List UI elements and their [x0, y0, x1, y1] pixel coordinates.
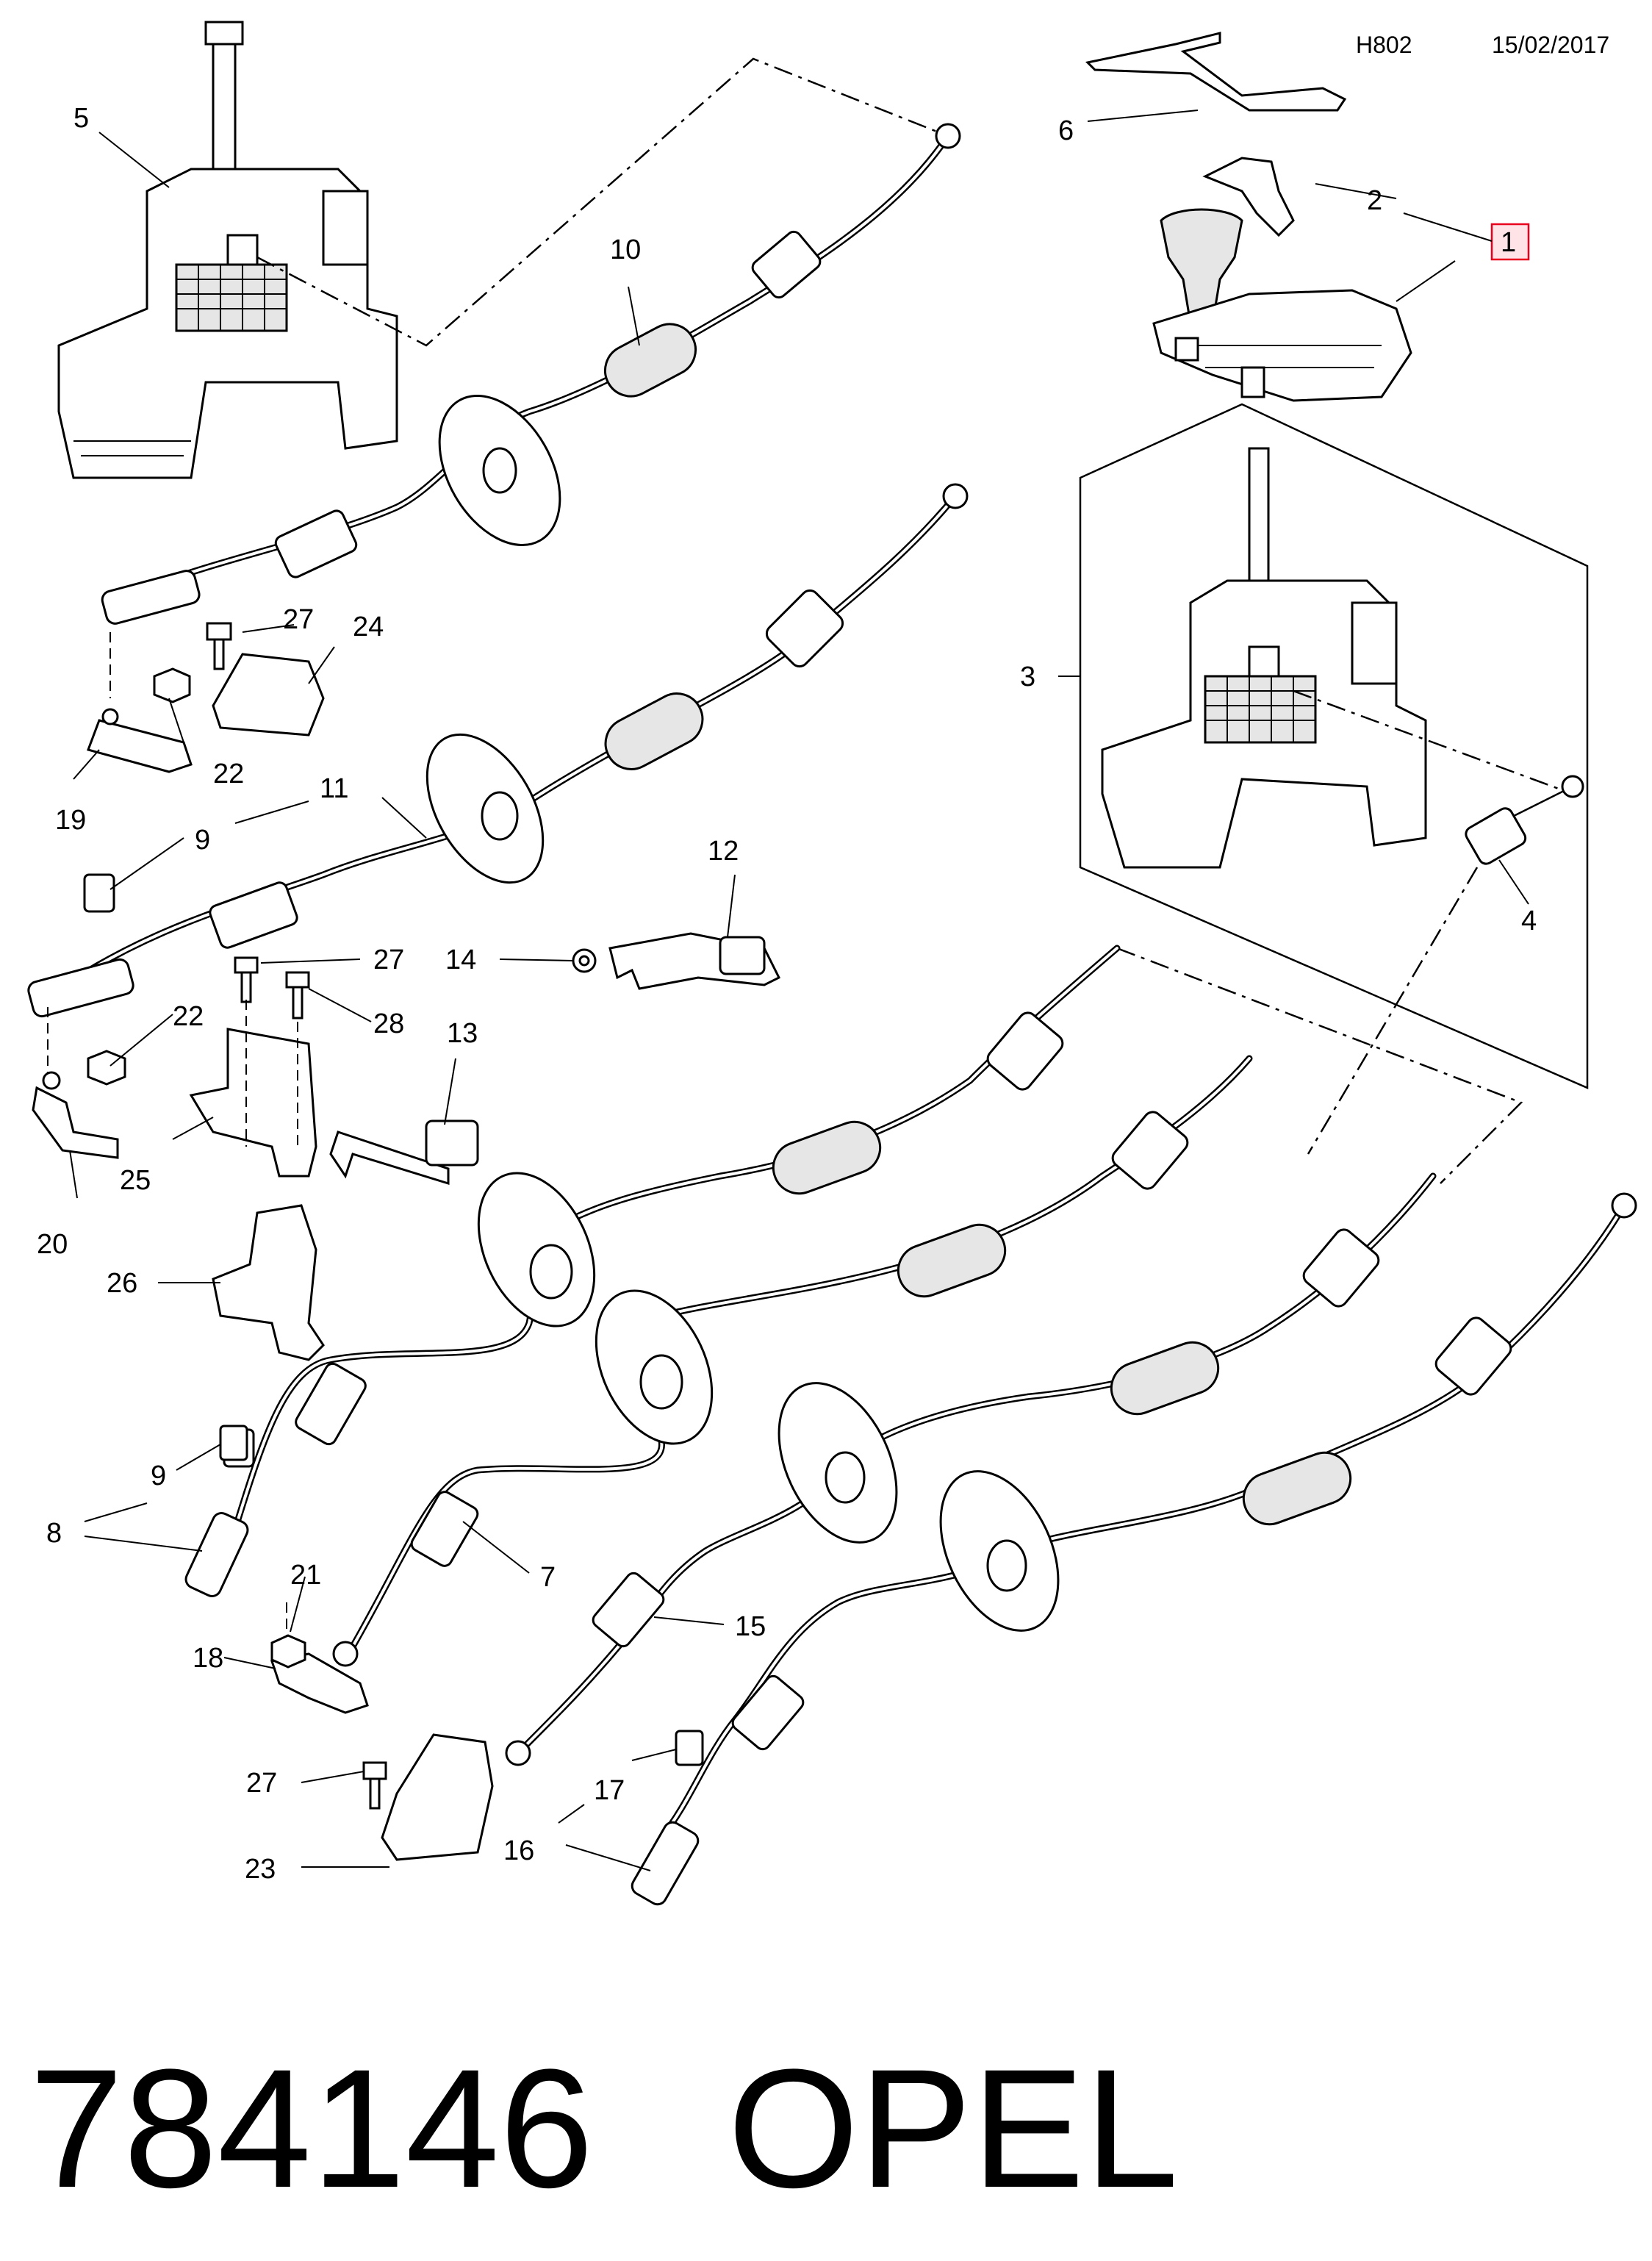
part-14-clip — [572, 948, 597, 973]
callout-17: 17 — [594, 1775, 625, 1806]
callout-10: 10 — [610, 234, 641, 265]
part-23-bracket — [381, 1733, 494, 1861]
callout-2: 2 — [1367, 185, 1382, 216]
part-3-shifter-housing — [1101, 447, 1427, 869]
dashed-reference-box-lower — [1116, 867, 1523, 1184]
part-5-shifter-housing — [57, 21, 398, 479]
callout-27-middle: 27 — [373, 945, 404, 975]
dashed-reference-line — [256, 57, 949, 347]
callout-8: 8 — [46, 1518, 62, 1549]
part-3-outline-box — [1079, 403, 1589, 1089]
callout-15: 15 — [735, 1611, 766, 1642]
part-12-bracket — [608, 932, 781, 990]
part-22-nut — [153, 667, 191, 703]
part-19-lever — [87, 632, 193, 773]
callout-28: 28 — [373, 1008, 404, 1039]
callout-22-lower: 22 — [173, 1001, 204, 1032]
callout-7: 7 — [540, 1562, 556, 1593]
callout-9-lower: 9 — [151, 1461, 166, 1491]
part-24-bracket — [212, 653, 325, 737]
part-15-cable — [505, 1172, 1437, 1766]
part-4-cable-end — [1465, 775, 1584, 865]
callout-11: 11 — [320, 773, 348, 804]
brand-name: OPEL — [728, 2034, 1179, 2223]
callout-27-upper: 27 — [283, 604, 314, 635]
callout-13: 13 — [447, 1018, 478, 1049]
part-20-lever — [32, 1007, 119, 1159]
part-25-bracket — [189, 1000, 317, 1178]
part-21-nut — [270, 1634, 306, 1669]
callout-5: 5 — [73, 103, 89, 134]
callout-4: 4 — [1521, 906, 1537, 936]
part-7-cable — [332, 1055, 1253, 1667]
part-1-shift-console-assembly — [1152, 208, 1412, 402]
part-27-bolt-middle — [234, 956, 259, 1003]
callout-25: 25 — [120, 1165, 151, 1196]
leader-lines — [69, 110, 1529, 1871]
part-16-cable — [631, 1192, 1637, 1906]
part-13-bracket — [329, 1119, 479, 1186]
callout-27-bottom: 27 — [246, 1768, 277, 1799]
callout-3: 3 — [1020, 662, 1035, 692]
callout-22-upper: 22 — [213, 759, 244, 789]
part-10-cable — [101, 123, 961, 625]
callout-9-upper: 9 — [195, 825, 210, 856]
part-18-lever — [270, 1602, 369, 1714]
part-17-clip — [675, 1730, 704, 1766]
callout-26: 26 — [107, 1268, 137, 1299]
part-9-clip-lower — [219, 1425, 248, 1461]
callout-23: 23 — [245, 1854, 276, 1885]
part-27-bolt — [206, 622, 232, 670]
callout-14: 14 — [445, 945, 476, 975]
callout-24: 24 — [353, 612, 384, 642]
diagram-date: 15/02/2017 — [1492, 32, 1609, 58]
part-2-knob-insert — [1202, 157, 1295, 237]
callout-6: 6 — [1058, 115, 1074, 146]
callout-16: 16 — [503, 1835, 534, 1866]
callout-1: 1 — [1501, 227, 1516, 258]
dashed-reference-line-right — [1293, 689, 1573, 795]
callout-labels: 1 2 3 4 5 6 7 8 9 9 10 11 12 13 14 15 16… — [37, 103, 1537, 1885]
callout-21: 21 — [290, 1560, 321, 1591]
part-28-bolt — [285, 971, 310, 1020]
part-6-trim-strip — [1085, 32, 1347, 112]
diagram-code: H802 — [1356, 32, 1412, 58]
part-27-bolt-bottom — [362, 1761, 387, 1810]
part-26-bracket — [212, 1204, 325, 1361]
callout-19: 19 — [55, 805, 86, 836]
part-number: 784146 — [29, 2034, 594, 2223]
callout-18: 18 — [193, 1643, 223, 1674]
part-22-nut-lower — [87, 1050, 126, 1086]
part-8-cable — [184, 945, 1121, 1597]
callout-12: 12 — [708, 836, 739, 867]
highlighted-callout-box — [1490, 223, 1530, 261]
part-11-cable — [27, 483, 969, 1018]
callout-20: 20 — [37, 1229, 68, 1260]
